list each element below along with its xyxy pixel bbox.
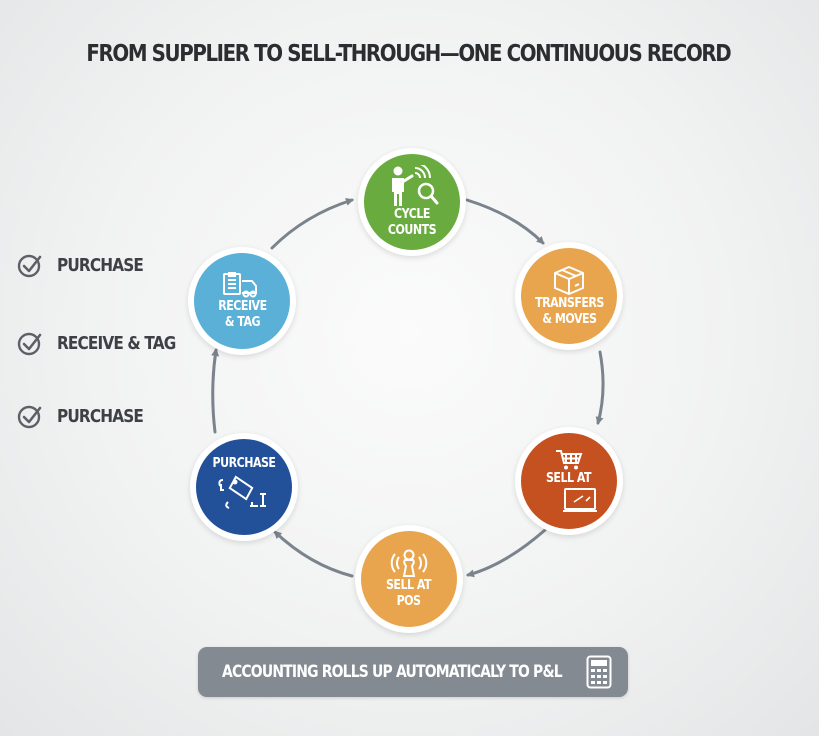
checklist-item-label: PURCHASE [57,405,144,427]
arrow-receive-to-cycle [270,198,354,250]
node-sell-at[interactable]: SELL AT [515,427,623,535]
arrow-purchase-to-receive [211,348,220,434]
monitor-icon [563,488,597,512]
node-receive-tag[interactable]: RECEIVE & TAG [188,247,296,355]
checklist-item-label: RECEIVE & TAG [57,332,176,354]
checklist-item: PURCHASE [17,403,158,429]
check-circle-icon [17,405,42,429]
box-icon [554,266,584,295]
person-broadcast-icon [390,549,428,577]
checklist-item: PURCHASE [17,252,158,278]
check-circle-icon [17,332,42,356]
checklist-item-label: PURCHASE [57,254,144,276]
node-label: CYCLE COUNTS [387,207,437,238]
checklist-item: RECEIVE & TAG [17,330,196,356]
accounting-banner-label: ACCOUNTING ROLLS UP AUTOMATICALY TO P&L [222,662,563,682]
price-tag-icon [218,475,266,509]
node-purchase[interactable]: PURCHASE [190,433,298,541]
node-label: SELL AT [546,471,592,486]
node-transfers-moves[interactable]: TRANSFERS & MOVES [515,242,623,350]
arrow-transfers-to-sellat [595,350,605,425]
node-cycle-counts[interactable]: CYCLE COUNTS [358,148,466,256]
arrow-cycle-to-transfers [465,198,545,245]
node-label: TRANSFERS & MOVES [534,296,604,327]
calculator-icon [586,655,612,689]
accounting-banner: ACCOUNTING ROLLS UP AUTOMATICALY TO P&L [198,647,628,697]
shopping-cart-icon [556,450,583,470]
check-circle-icon [17,254,42,278]
person-scanner-magnifier-icon [392,165,439,206]
node-label: PURCHASE [212,456,276,471]
node-sell-at-pos[interactable]: SELL AT POS [355,525,463,633]
arrow-sellat-to-pos [466,528,547,578]
clipboard-truck-icon [223,272,257,298]
node-label: SELL AT POS [386,578,432,609]
page-title: FROM SUPPLIER TO SELL-THROUGH—ONE CONTIN… [86,41,731,67]
arrow-pos-to-purchase [273,530,354,578]
node-label: RECEIVE & TAG [217,299,267,330]
